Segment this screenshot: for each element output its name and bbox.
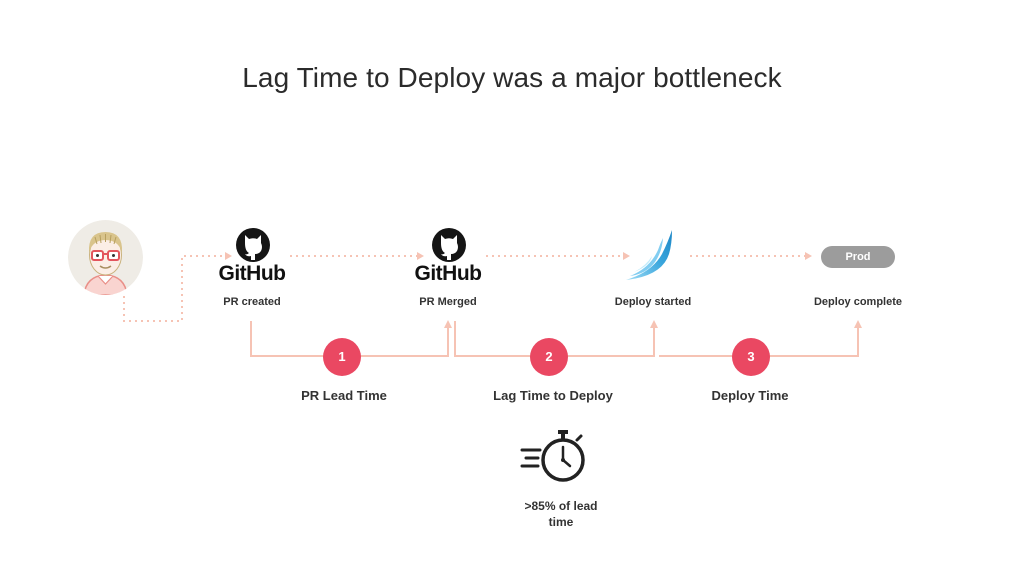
deploy-wing-logo-icon <box>622 228 682 284</box>
step-badge-2: 2 <box>530 338 568 376</box>
callout-text: >85% of lead time <box>511 498 611 530</box>
dotted-flow-line <box>123 255 226 322</box>
github-wordmark: GitHub <box>218 262 286 285</box>
stopwatch-icon <box>520 428 588 484</box>
flow-arrowhead <box>225 252 232 260</box>
prod-pill: Prod <box>821 246 895 268</box>
callout-line-1: >85% of lead <box>524 499 598 513</box>
github-octocat-icon <box>235 227 271 263</box>
phase-label-pr-lead-time: PR Lead Time <box>301 388 387 403</box>
step-badge-1: 1 <box>323 338 361 376</box>
step-badge-3: 3 <box>732 338 770 376</box>
developer-avatar-icon <box>68 220 143 295</box>
bracket-line <box>659 326 859 357</box>
github-wordmark: GitHub <box>414 262 482 285</box>
flow-arrowhead <box>623 252 630 260</box>
stage-label-pr-created: PR created <box>223 296 281 308</box>
bracket-arrowhead <box>650 320 658 328</box>
stage-label-pr-merged: PR Merged <box>419 296 477 308</box>
flow-arrowhead <box>417 252 424 260</box>
phase-label-lag-time: Lag Time to Deploy <box>493 388 613 403</box>
flow-arrowhead <box>805 252 812 260</box>
bracket-arrowhead <box>444 320 452 328</box>
bracket-arrowhead <box>854 320 862 328</box>
slide-title: Lag Time to Deploy was a major bottlenec… <box>242 62 782 93</box>
phase-label-deploy-time: Deploy Time <box>711 388 789 403</box>
stage-label-deploy-complete: Deploy complete <box>813 296 903 308</box>
callout-line-2: time <box>548 515 574 529</box>
github-octocat-icon <box>431 227 467 263</box>
stage-label-deploy-started: Deploy started <box>614 296 692 308</box>
